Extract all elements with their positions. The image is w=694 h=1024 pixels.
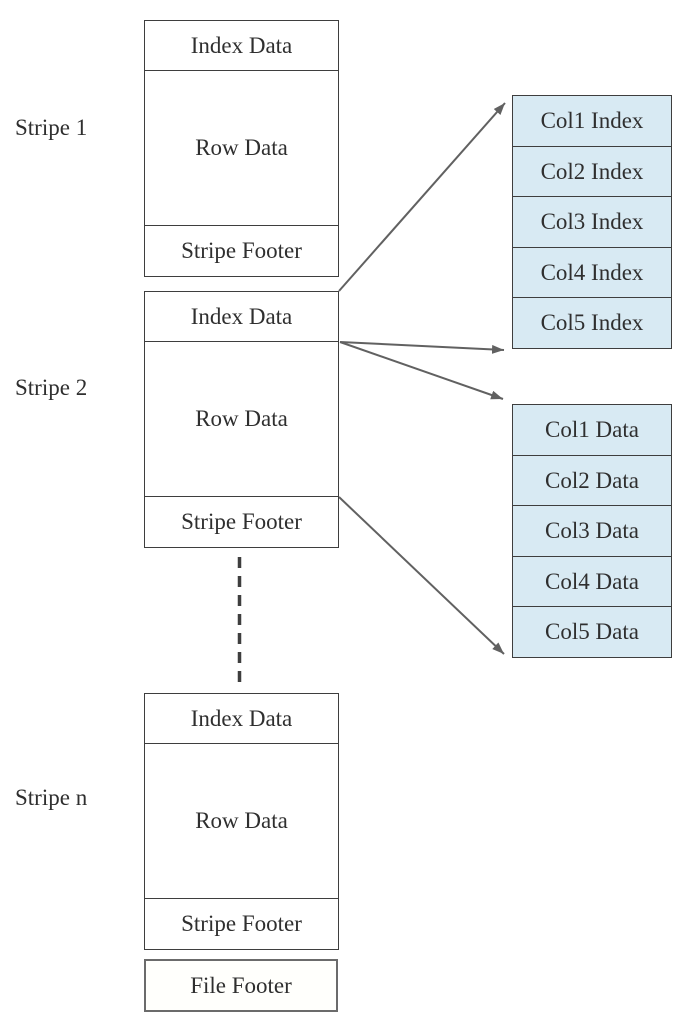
stripe-1-label: Stripe 1 — [15, 115, 88, 140]
arrow-index-data-to-col5-index — [339, 341, 505, 354]
stripe-n-index-data-section: Index Data — [145, 694, 338, 744]
column-index-stack: Col1 Index Col2 Index Col3 Index Col4 In… — [512, 95, 672, 349]
col3-index-cell: Col3 Index — [512, 196, 672, 248]
stripe-n-stripe-footer-section: Stripe Footer — [181, 911, 302, 936]
stripe-2-index-data-section: Index Data — [145, 292, 338, 342]
stripe-1-index-data-section: Index Data — [145, 21, 338, 71]
stripe-n-row-data-section: Row Data — [145, 744, 338, 899]
stripe-1-row-data-section: Row Data — [145, 71, 338, 226]
stripe-1-stripe-footer-section: Stripe Footer — [181, 238, 302, 263]
stripe-1-box: Index Data Row Data Stripe Footer — [144, 20, 339, 277]
arrow-index-data-to-col1-data — [339, 341, 504, 400]
col4-data-cell: Col4 Data — [512, 555, 672, 608]
arrow-index-data-to-col1-index — [338, 102, 506, 292]
col3-data-cell: Col3 Data — [512, 505, 672, 557]
col1-data-cell: Col1 Data — [512, 404, 672, 456]
arrow-row-data-to-col5-data — [338, 496, 505, 655]
file-footer-box: File Footer — [144, 959, 338, 1012]
col5-index-cell: Col5 Index — [512, 297, 672, 349]
col4-index-cell: Col4 Index — [512, 246, 672, 299]
stripe-n-box: Index Data Row Data Stripe Footer — [144, 693, 339, 950]
stripe-2-box: Index Data Row Data Stripe Footer — [144, 291, 339, 548]
col1-index-cell: Col1 Index — [512, 95, 672, 147]
stripe-2-stripe-footer-section: Stripe Footer — [181, 509, 302, 534]
stripe-n-label: Stripe n — [15, 785, 88, 810]
column-data-stack: Col1 Data Col2 Data Col3 Data Col4 Data … — [512, 404, 672, 658]
col2-data-cell: Col2 Data — [512, 454, 672, 507]
stripe-2-row-data-section: Row Data — [145, 342, 338, 497]
col2-index-cell: Col2 Index — [512, 145, 672, 198]
col5-data-cell: Col5 Data — [512, 606, 672, 658]
stripe-2-label: Stripe 2 — [15, 375, 88, 400]
